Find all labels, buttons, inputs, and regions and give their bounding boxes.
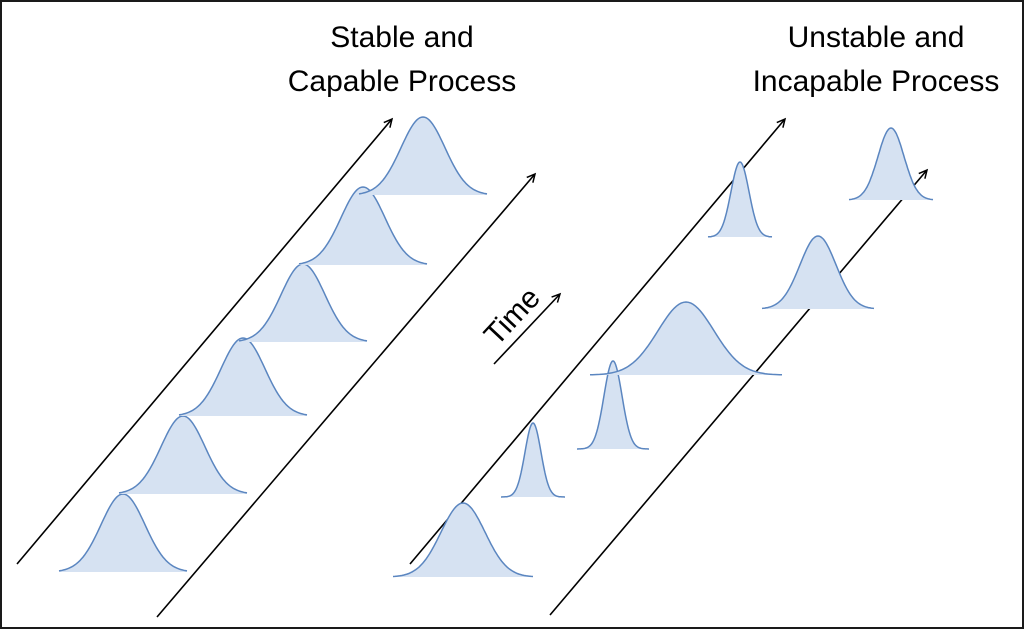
distribution-curve [589, 301, 783, 376]
stable-lower-arrow [156, 172, 537, 618]
distribution-curve-fill [577, 361, 649, 449]
distribution-curve-fill [59, 494, 187, 572]
distribution-curve-fill [179, 338, 307, 416]
distribution-curve [178, 337, 308, 416]
time-label: Time [478, 281, 547, 351]
distribution-curve [707, 161, 773, 238]
unstable-upper-arrow [409, 117, 787, 565]
distribution-curve-fill [239, 264, 367, 342]
stable-upper-arrow [16, 117, 394, 565]
distribution-curve [392, 502, 534, 578]
distribution-curve-fill [393, 503, 533, 577]
distribution-curve-fill [359, 117, 487, 195]
distribution-curve [358, 116, 488, 195]
distribution-curve-fill [299, 187, 427, 265]
unstable-lower-arrow [549, 168, 929, 616]
time-arrow [493, 292, 562, 365]
distribution-curves [58, 116, 934, 578]
distribution-curve [501, 422, 565, 498]
distribution-curve-fill [590, 302, 782, 375]
stable-process-title: Stable and Capable Process [287, 21, 517, 98]
distribution-curve-fill [501, 423, 565, 497]
distribution-curve [761, 235, 875, 310]
distribution-curve [298, 186, 428, 265]
distribution-curve-fill [708, 162, 772, 237]
distribution-curve-fill [762, 236, 874, 309]
unstable-process-title: Unstable and Incapable Process [752, 21, 1000, 98]
distribution-curve [577, 360, 649, 450]
distribution-curve-fill [119, 416, 247, 494]
distribution-curve [848, 127, 934, 201]
distribution-curve-fill [849, 128, 933, 200]
